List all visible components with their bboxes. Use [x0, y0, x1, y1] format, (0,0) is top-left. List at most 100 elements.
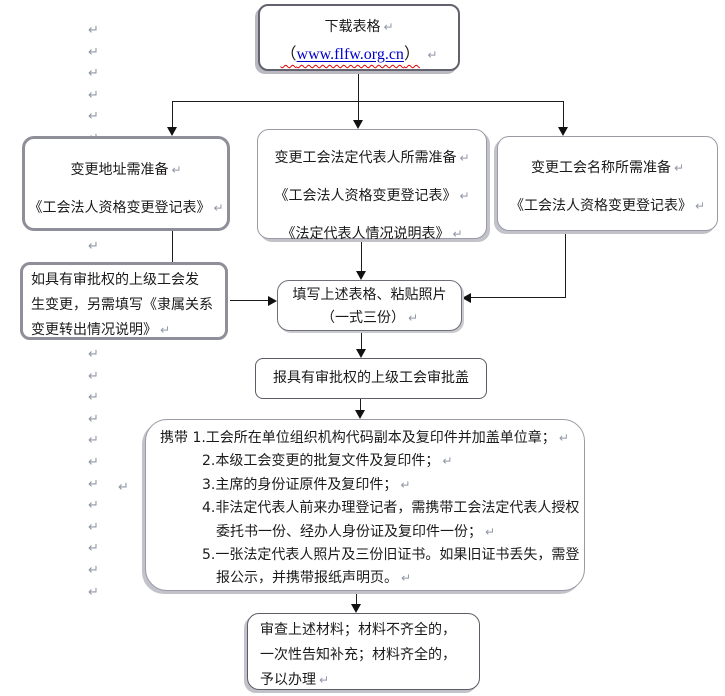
node-line: 审查上述材料；材料不齐全的， [260, 618, 479, 643]
node-line: 《工会法人资格变更登记表》↵ [25, 189, 227, 227]
connector-name-elbow-horizontal [471, 297, 566, 298]
node-line: （www.flfw.org.cn） ↵ [260, 41, 458, 69]
node-text: 携带 1.工会所在单位组织机构代码副本及复印件并加盖单位章； [160, 430, 556, 446]
node-text: 填写上述表格、粘贴照片 [292, 287, 447, 303]
download-url-link[interactable]: www.flfw.org.cn [296, 46, 404, 63]
arrow-down-icon [355, 410, 365, 419]
url-wavy-underline: （www.flfw.org.cn） [281, 46, 420, 63]
node-text: 委托书一份、经办人身份证及复印件一份； [216, 523, 482, 540]
pilcrow-mark: ↵ [88, 66, 99, 81]
pilcrow-mark: ↵ [558, 431, 569, 445]
pilcrow-mark: ↵ [427, 48, 438, 62]
node-text: 5.一张法定代表人照片及三份旧证书。如果旧证书丢失，需登 [202, 547, 580, 564]
node-line: 予以办理↵ [260, 668, 479, 693]
connector-branch-horizontal [172, 101, 564, 102]
node-line: 2.本级工会变更的批复文件及复印件；↵ [160, 450, 584, 473]
pilcrow-mark: ↵ [88, 109, 99, 124]
node-line: 《法定代表人情况说明表》↵ [258, 215, 486, 253]
connector-rep-to-fill [361, 239, 362, 272]
paren-close: ） [403, 46, 420, 63]
node-text: 变更工会名称所需准备 [530, 160, 671, 176]
pilcrow-mark: ↵ [88, 433, 99, 448]
connector-branch-left [172, 101, 173, 128]
pilcrow-mark: ↵ [118, 480, 129, 495]
review-materials-node: 审查上述材料；材料不齐全的， 一次性告知补充；材料齐全的， 予以办理↵ [247, 613, 480, 690]
pilcrow-mark: ↵ [88, 412, 99, 427]
pilcrow-mark: ↵ [88, 369, 99, 384]
pilcrow-mark: ↵ [673, 161, 685, 175]
connector-branch-middle [358, 101, 359, 121]
connector-addr-to-note [172, 231, 173, 262]
pilcrow-mark: ↵ [160, 323, 171, 337]
node-text: 《法定代表人情况说明表》 [281, 226, 450, 242]
node-text: 审查上述材料；材料不齐全的， [260, 622, 456, 638]
connector-note-to-fill [230, 300, 269, 301]
pilcrow-mark: ↵ [88, 498, 99, 513]
report-for-approval-node: 报具有审批权的上级工会审批盖 [255, 358, 487, 399]
node-text: 报具有审批权的上级工会审批盖 [273, 370, 469, 386]
node-line: 报公示，并携带报纸声明页。↵ [160, 567, 584, 590]
arrow-down-icon [167, 127, 177, 136]
pilcrow-mark: ↵ [452, 227, 463, 241]
node-line: 携带 1.工会所在单位组织机构代码副本及复印件并加盖单位章；↵ [160, 427, 584, 450]
node-line: 5.一张法定代表人照片及三份旧证书。如果旧证书丢失，需登 [160, 544, 584, 567]
download-form-node: 下载表格↵ （www.flfw.org.cn） ↵ [258, 4, 460, 71]
node-text: 变更地址需准备 [70, 162, 169, 178]
approval-authority-note-node: 如具有审批权的上级工会发 生变更，另需填写《隶属关系 变更转出情况说明》↵ [20, 262, 228, 340]
pilcrow-mark: ↵ [88, 585, 99, 600]
node-text: 予以办理 [260, 672, 316, 688]
node-text: 《工会法人资格变更登记表》 [274, 188, 457, 204]
fill-forms-node: 填写上述表格、粘贴照片 （一式三份）↵ [277, 280, 462, 331]
node-text: 生变更，另需填写《隶属关系 [31, 297, 213, 313]
pilcrow-mark: ↵ [88, 390, 99, 405]
pilcrow-mark: ↵ [88, 477, 99, 492]
arrow-down-icon [353, 120, 363, 129]
pilcrow-mark: ↵ [407, 311, 419, 325]
pilcrow-mark: ↵ [88, 541, 99, 556]
arrow-down-icon [356, 349, 366, 358]
pilcrow-mark: ↵ [485, 524, 496, 539]
arrow-down-icon [356, 271, 366, 280]
pilcrow-mark: ↵ [400, 477, 411, 492]
pilcrow-mark: ↵ [88, 239, 99, 254]
node-text: 下载表格 [324, 19, 381, 35]
node-text: 3.主席的身份证原件及复印件； [202, 476, 398, 493]
node-line: 生变更，另需填写《隶属关系 [31, 293, 225, 318]
pilcrow-mark: ↵ [459, 151, 470, 165]
connector-name-elbow-vertical [565, 231, 566, 298]
node-line: 变更转出情况说明》↵ [31, 318, 225, 343]
pilcrow-mark: ↵ [694, 199, 706, 213]
change-union-name-node: 变更工会名称所需准备↵ 《工会法人资格变更登记表》↵ [497, 136, 718, 231]
connector-carry-to-review [356, 591, 357, 605]
change-representative-node: 变更工会法定代表人所需准备↵ 《工会法人资格变更登记表》↵ 《法定代表人情况说明… [257, 129, 487, 242]
node-line: 变更工会法定代表人所需准备↵ [258, 139, 486, 177]
pilcrow-mark: ↵ [442, 454, 453, 469]
pilcrow-mark: ↵ [401, 571, 412, 586]
documents-to-carry-node: 携带 1.工会所在单位组织机构代码副本及复印件并加盖单位章；↵ 2.本级工会变更… [145, 419, 585, 591]
pilcrow-mark: ↵ [88, 563, 99, 578]
node-text: 变更工会法定代表人所需准备 [274, 150, 457, 166]
pilcrow-mark: ↵ [459, 189, 470, 203]
paren-open: （ [280, 46, 297, 63]
node-text: 如具有审批权的上级工会发 [31, 272, 199, 288]
node-line: （一式三份）↵ [278, 307, 461, 330]
arrow-right-icon [268, 296, 277, 306]
node-line: 变更工会名称所需准备↵ [498, 149, 717, 187]
node-line: 3.主席的身份证原件及复印件；↵ [160, 474, 584, 497]
pilcrow-mark: ↵ [88, 45, 99, 60]
pilcrow-mark: ↵ [319, 673, 330, 687]
pilcrow-mark: ↵ [88, 347, 99, 362]
node-text: 4.非法定代表人前来办理登记者，需携带工会法定代表人授权 [202, 500, 580, 517]
node-line: 下载表格↵ [260, 13, 458, 41]
node-line: 如具有审批权的上级工会发 [31, 268, 225, 293]
pilcrow-mark: ↵ [383, 20, 394, 34]
node-text: 《工会法人资格变更登记表》 [28, 200, 211, 216]
node-line: 4.非法定代表人前来办理登记者，需携带工会法定代表人授权 [160, 497, 584, 520]
pilcrow-mark: ↵ [88, 520, 99, 535]
node-text: 《工会法人资格变更登记表》 [509, 198, 692, 214]
node-line: 变更地址需准备↵ [25, 151, 227, 189]
node-text: 变更转出情况说明》 [31, 322, 157, 338]
pilcrow-mark: ↵ [213, 201, 224, 215]
connector-download-stem [358, 71, 359, 102]
